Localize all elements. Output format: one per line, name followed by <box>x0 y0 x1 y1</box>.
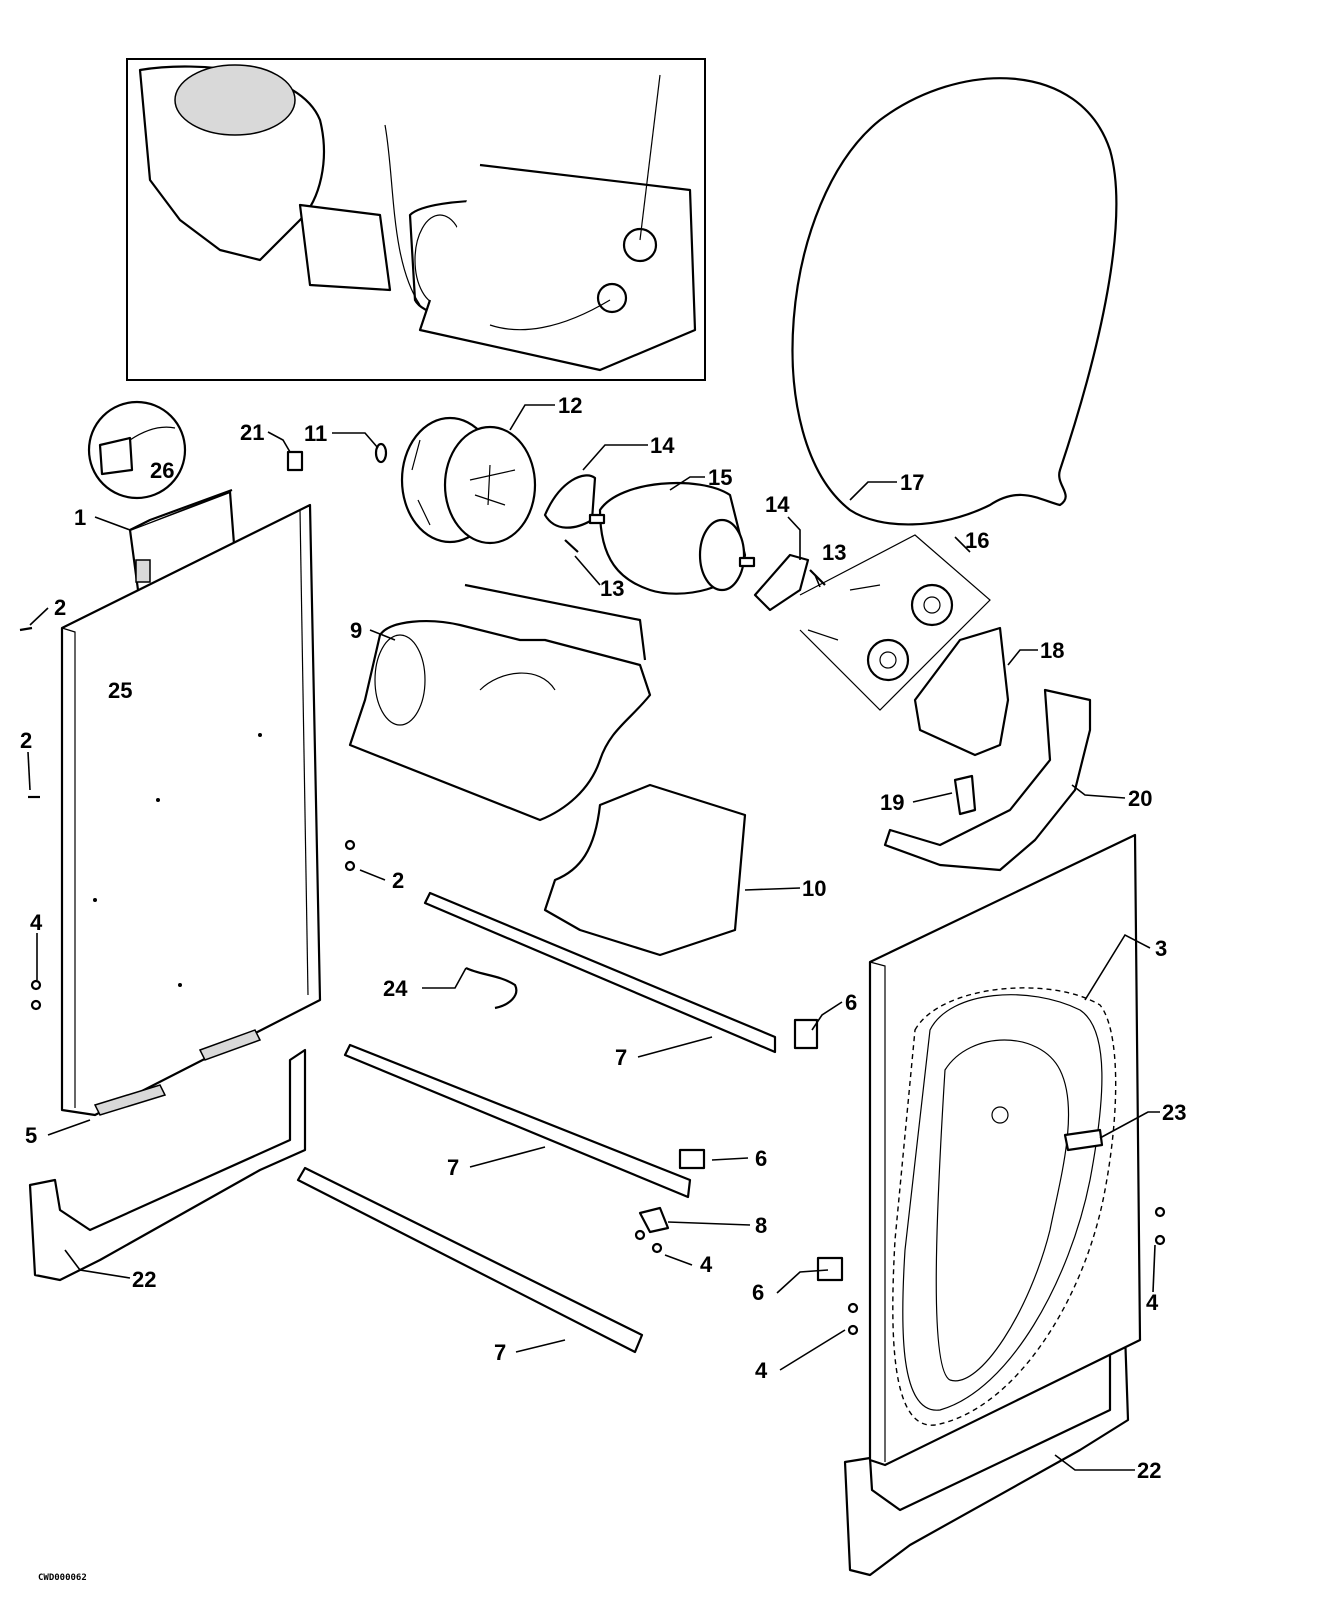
label-20: 20 <box>1128 786 1152 811</box>
blower-housing <box>348 583 652 822</box>
label-2-panel: 2 <box>392 868 404 893</box>
base-frame-left <box>28 1048 307 1282</box>
drive-belt <box>791 77 1118 526</box>
idler-bracket <box>913 626 1010 757</box>
screw-4-center-b <box>651 1242 663 1254</box>
label-22-right: 22 <box>1137 1458 1161 1483</box>
clip-6-upper <box>793 1018 819 1050</box>
screw-4-center-a <box>634 1229 646 1241</box>
rail-7-bottom <box>296 1166 644 1354</box>
clip-21 <box>286 450 304 472</box>
screw-4-left-b <box>30 999 42 1011</box>
screw-4-left-a <box>30 979 42 991</box>
label-21: 21 <box>240 420 264 445</box>
hose-24 <box>465 967 518 1010</box>
label-15: 15 <box>708 465 732 490</box>
label-4-left: 4 <box>30 910 43 935</box>
blower-wheel <box>400 416 537 545</box>
label-8: 8 <box>755 1213 767 1238</box>
clip-6-middle <box>678 1148 706 1170</box>
clip-6-lower <box>816 1256 844 1282</box>
drive-motor <box>588 481 756 595</box>
label-24: 24 <box>383 976 408 1001</box>
rail-7-top <box>423 891 777 1054</box>
screw-4-right-a <box>1154 1206 1166 1218</box>
label-5: 5 <box>25 1123 37 1148</box>
label-2-mid-left: 2 <box>20 728 32 753</box>
screw-2-panel-a <box>344 839 356 851</box>
label-6-upper: 6 <box>845 990 857 1015</box>
diagram-code: CWD000062 <box>38 1573 87 1583</box>
detail-circle-connector-26 <box>87 400 187 500</box>
screw-2-upper-left <box>19 626 33 632</box>
leader-lines <box>27 404 1160 1471</box>
label-7-middle: 7 <box>447 1155 459 1180</box>
label-4-center: 4 <box>700 1252 713 1277</box>
right-side-panel <box>868 833 1142 1467</box>
label-2-upper-left: 2 <box>54 595 66 620</box>
screw-4-lower-a <box>847 1302 859 1314</box>
label-3: 3 <box>1155 936 1167 961</box>
label-1: 1 <box>74 505 86 530</box>
label-17: 17 <box>900 470 924 495</box>
inset-assembly-view <box>126 58 706 381</box>
label-14-right: 14 <box>765 492 790 517</box>
label-9: 9 <box>350 618 362 643</box>
label-22-left: 22 <box>132 1267 156 1292</box>
label-14-left: 14 <box>650 433 675 458</box>
label-6-middle: 6 <box>755 1146 767 1171</box>
idler-pulley-group <box>799 534 991 711</box>
o-ring-11 <box>374 442 388 464</box>
label-25: 25 <box>108 678 132 703</box>
part-labels: 1 2 2 2 3 4 4 4 4 5 6 6 6 7 7 7 8 9 10 1… <box>20 393 1186 1483</box>
label-7-lower: 7 <box>494 1340 506 1365</box>
label-26: 26 <box>150 458 174 483</box>
label-13-left: 13 <box>600 576 624 601</box>
label-7-upper: 7 <box>615 1045 627 1070</box>
motor-mount <box>883 688 1092 872</box>
screw-4-lower-b <box>847 1324 859 1336</box>
stud-23 <box>1063 1128 1104 1152</box>
motor-bracket-left <box>543 474 597 529</box>
blower-duct <box>543 783 747 957</box>
screw-2-panel-b <box>344 860 356 872</box>
label-12: 12 <box>558 393 582 418</box>
label-11: 11 <box>304 421 327 446</box>
label-13-right: 13 <box>822 540 846 565</box>
left-side-panel <box>60 503 322 1117</box>
rail-7-middle <box>343 1043 692 1199</box>
idler-spring <box>953 774 977 816</box>
motor-bracket-right <box>753 553 810 612</box>
screw-13-right <box>809 569 826 586</box>
label-23: 23 <box>1162 1100 1186 1125</box>
bracket-8 <box>638 1206 670 1234</box>
label-4-right: 4 <box>1146 1290 1159 1315</box>
label-6-lower: 6 <box>752 1280 764 1305</box>
label-18: 18 <box>1040 638 1064 663</box>
control-module <box>128 488 238 607</box>
screw-13-left <box>564 539 579 553</box>
label-4-lower: 4 <box>755 1358 768 1383</box>
label-16: 16 <box>965 528 989 553</box>
screw-4-right-b <box>1154 1234 1166 1246</box>
label-19: 19 <box>880 790 904 815</box>
label-10: 10 <box>802 876 826 901</box>
